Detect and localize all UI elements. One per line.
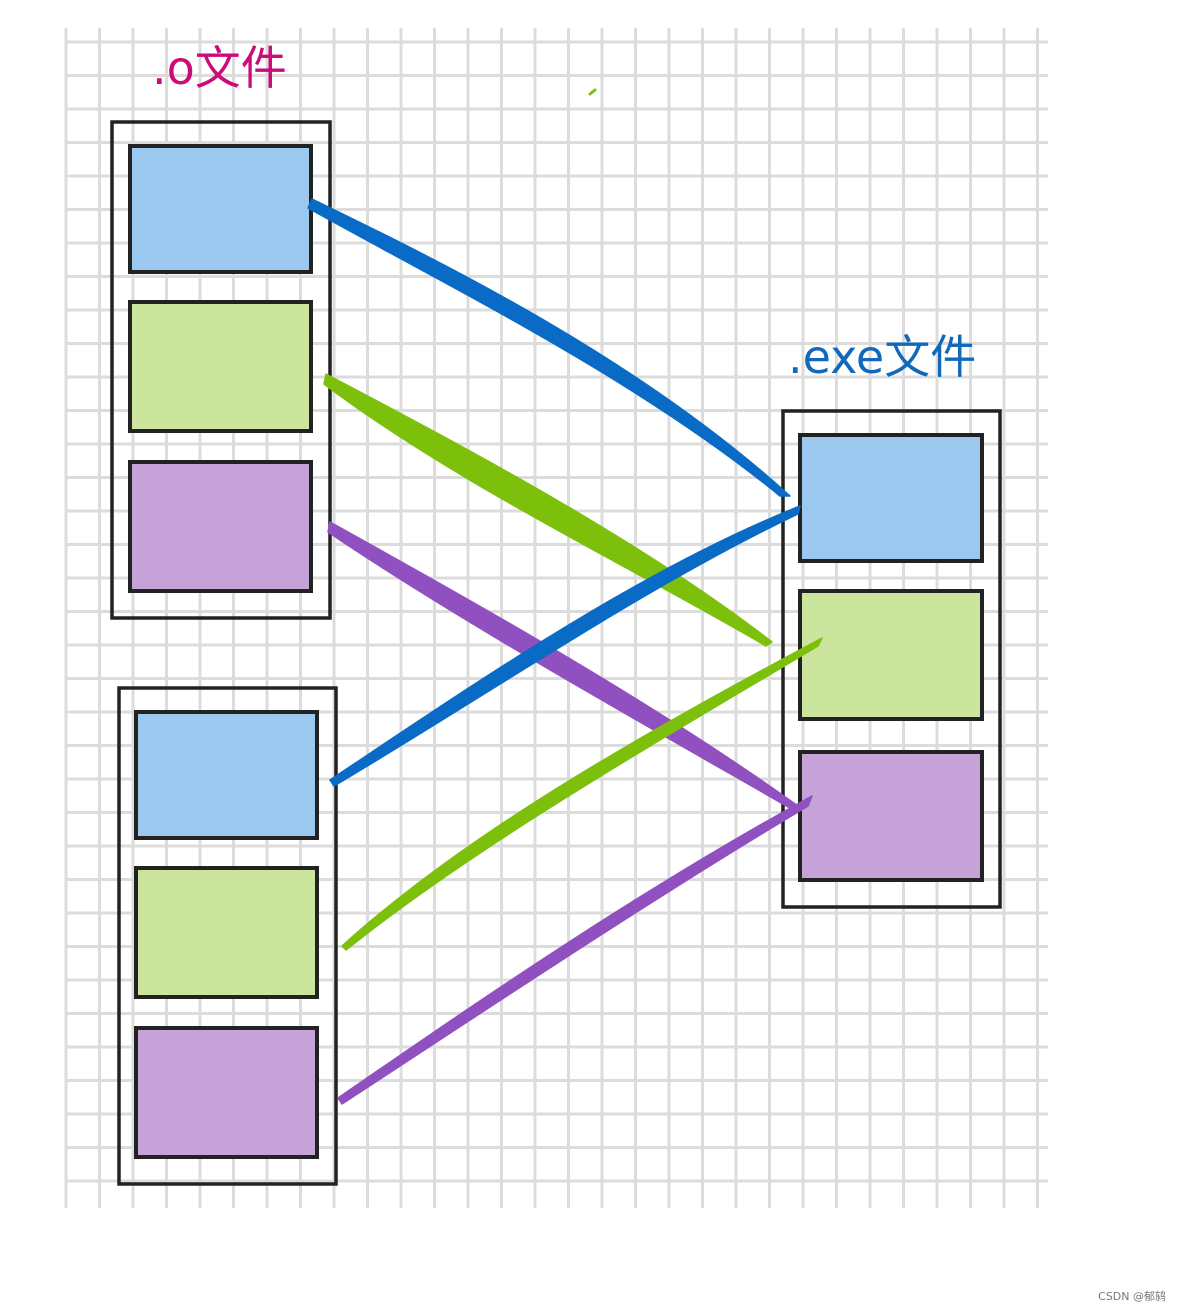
executable-file-green-section (798, 589, 984, 721)
object-file-2-green-section (134, 866, 319, 999)
object-file-1 (110, 120, 332, 620)
executable-file-purple-section (798, 750, 984, 882)
executable-file-blue-section (798, 433, 984, 563)
object-file-1-container (110, 120, 332, 620)
blue-connector-2 (329, 505, 801, 787)
green-connector-2 (341, 637, 823, 951)
object-file-2-container (117, 686, 338, 1186)
purple-connector-1 (327, 521, 799, 809)
o-file-title: .o文件 (152, 41, 287, 95)
connectors (307, 198, 823, 1105)
watermark: CSDN @郁鸫 (1098, 1290, 1166, 1303)
object-file-1-purple-section (128, 460, 313, 593)
object-file-2-purple-section (134, 1026, 319, 1159)
blue-connector-1 (307, 198, 791, 497)
exe-file-title: .exe文件 (788, 330, 976, 384)
object-file-2 (117, 686, 338, 1186)
object-file-2-blue-section (134, 710, 319, 840)
object-file-1-green-section (128, 300, 313, 433)
green-tick-mark (588, 88, 597, 96)
object-file-1-blue-section (128, 144, 313, 274)
purple-connector-2 (337, 795, 813, 1105)
executable-file (781, 409, 1002, 909)
